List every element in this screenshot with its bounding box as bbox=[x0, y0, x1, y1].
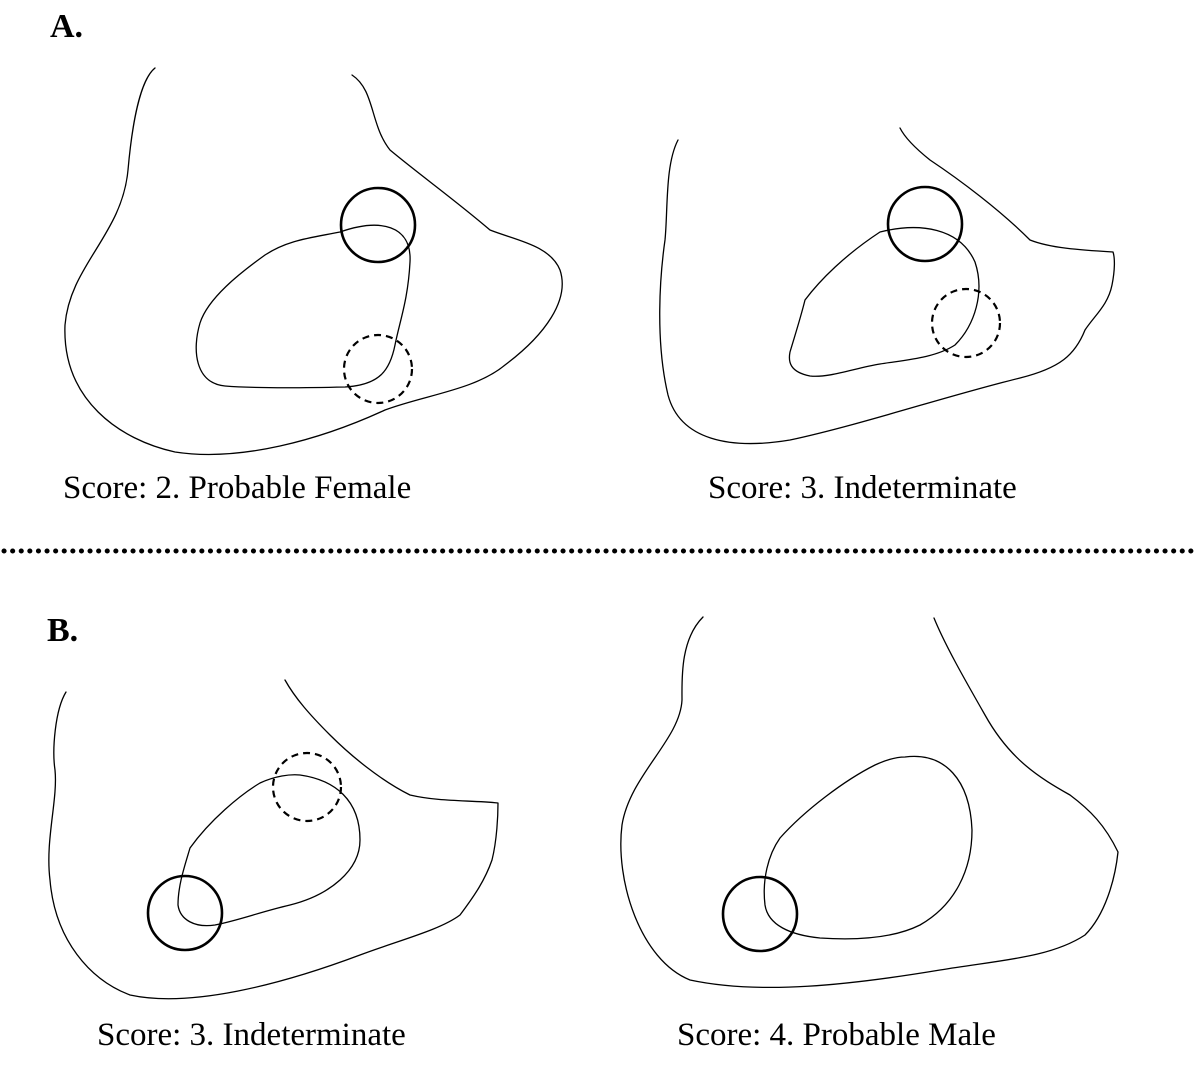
bone-outline bbox=[659, 127, 1116, 445]
dashed-circle-marker bbox=[342, 333, 414, 405]
bone-outline bbox=[64, 67, 563, 456]
foramen-outline bbox=[177, 774, 361, 927]
solid-circle-marker bbox=[721, 875, 799, 953]
foramen-outline bbox=[788, 226, 980, 377]
panel-a-label: A. bbox=[50, 8, 84, 45]
sketch-a-right bbox=[659, 127, 1116, 445]
panel-b-label: B. bbox=[47, 612, 79, 649]
foramen-outline bbox=[763, 755, 973, 940]
caption-a-left: Score: 2. Probable Female bbox=[63, 470, 412, 506]
sketch-a-left bbox=[64, 67, 563, 456]
solid-circle-marker bbox=[886, 185, 964, 263]
foramen-outline bbox=[195, 224, 411, 389]
caption-a-right: Score: 3. Indeterminate bbox=[708, 470, 1017, 506]
solid-circle-marker bbox=[146, 874, 224, 952]
sketch-b-left bbox=[48, 679, 499, 1000]
sketch-b-right bbox=[620, 616, 1119, 989]
solid-circle-marker bbox=[339, 186, 417, 264]
bone-outline bbox=[620, 616, 1119, 989]
bone-outline bbox=[48, 679, 499, 1000]
dashed-circle-marker bbox=[930, 287, 1002, 359]
dashed-circle-marker bbox=[271, 751, 343, 823]
caption-b-right: Score: 4. Probable Male bbox=[677, 1017, 996, 1053]
caption-b-left: Score: 3. Indeterminate bbox=[97, 1017, 406, 1053]
